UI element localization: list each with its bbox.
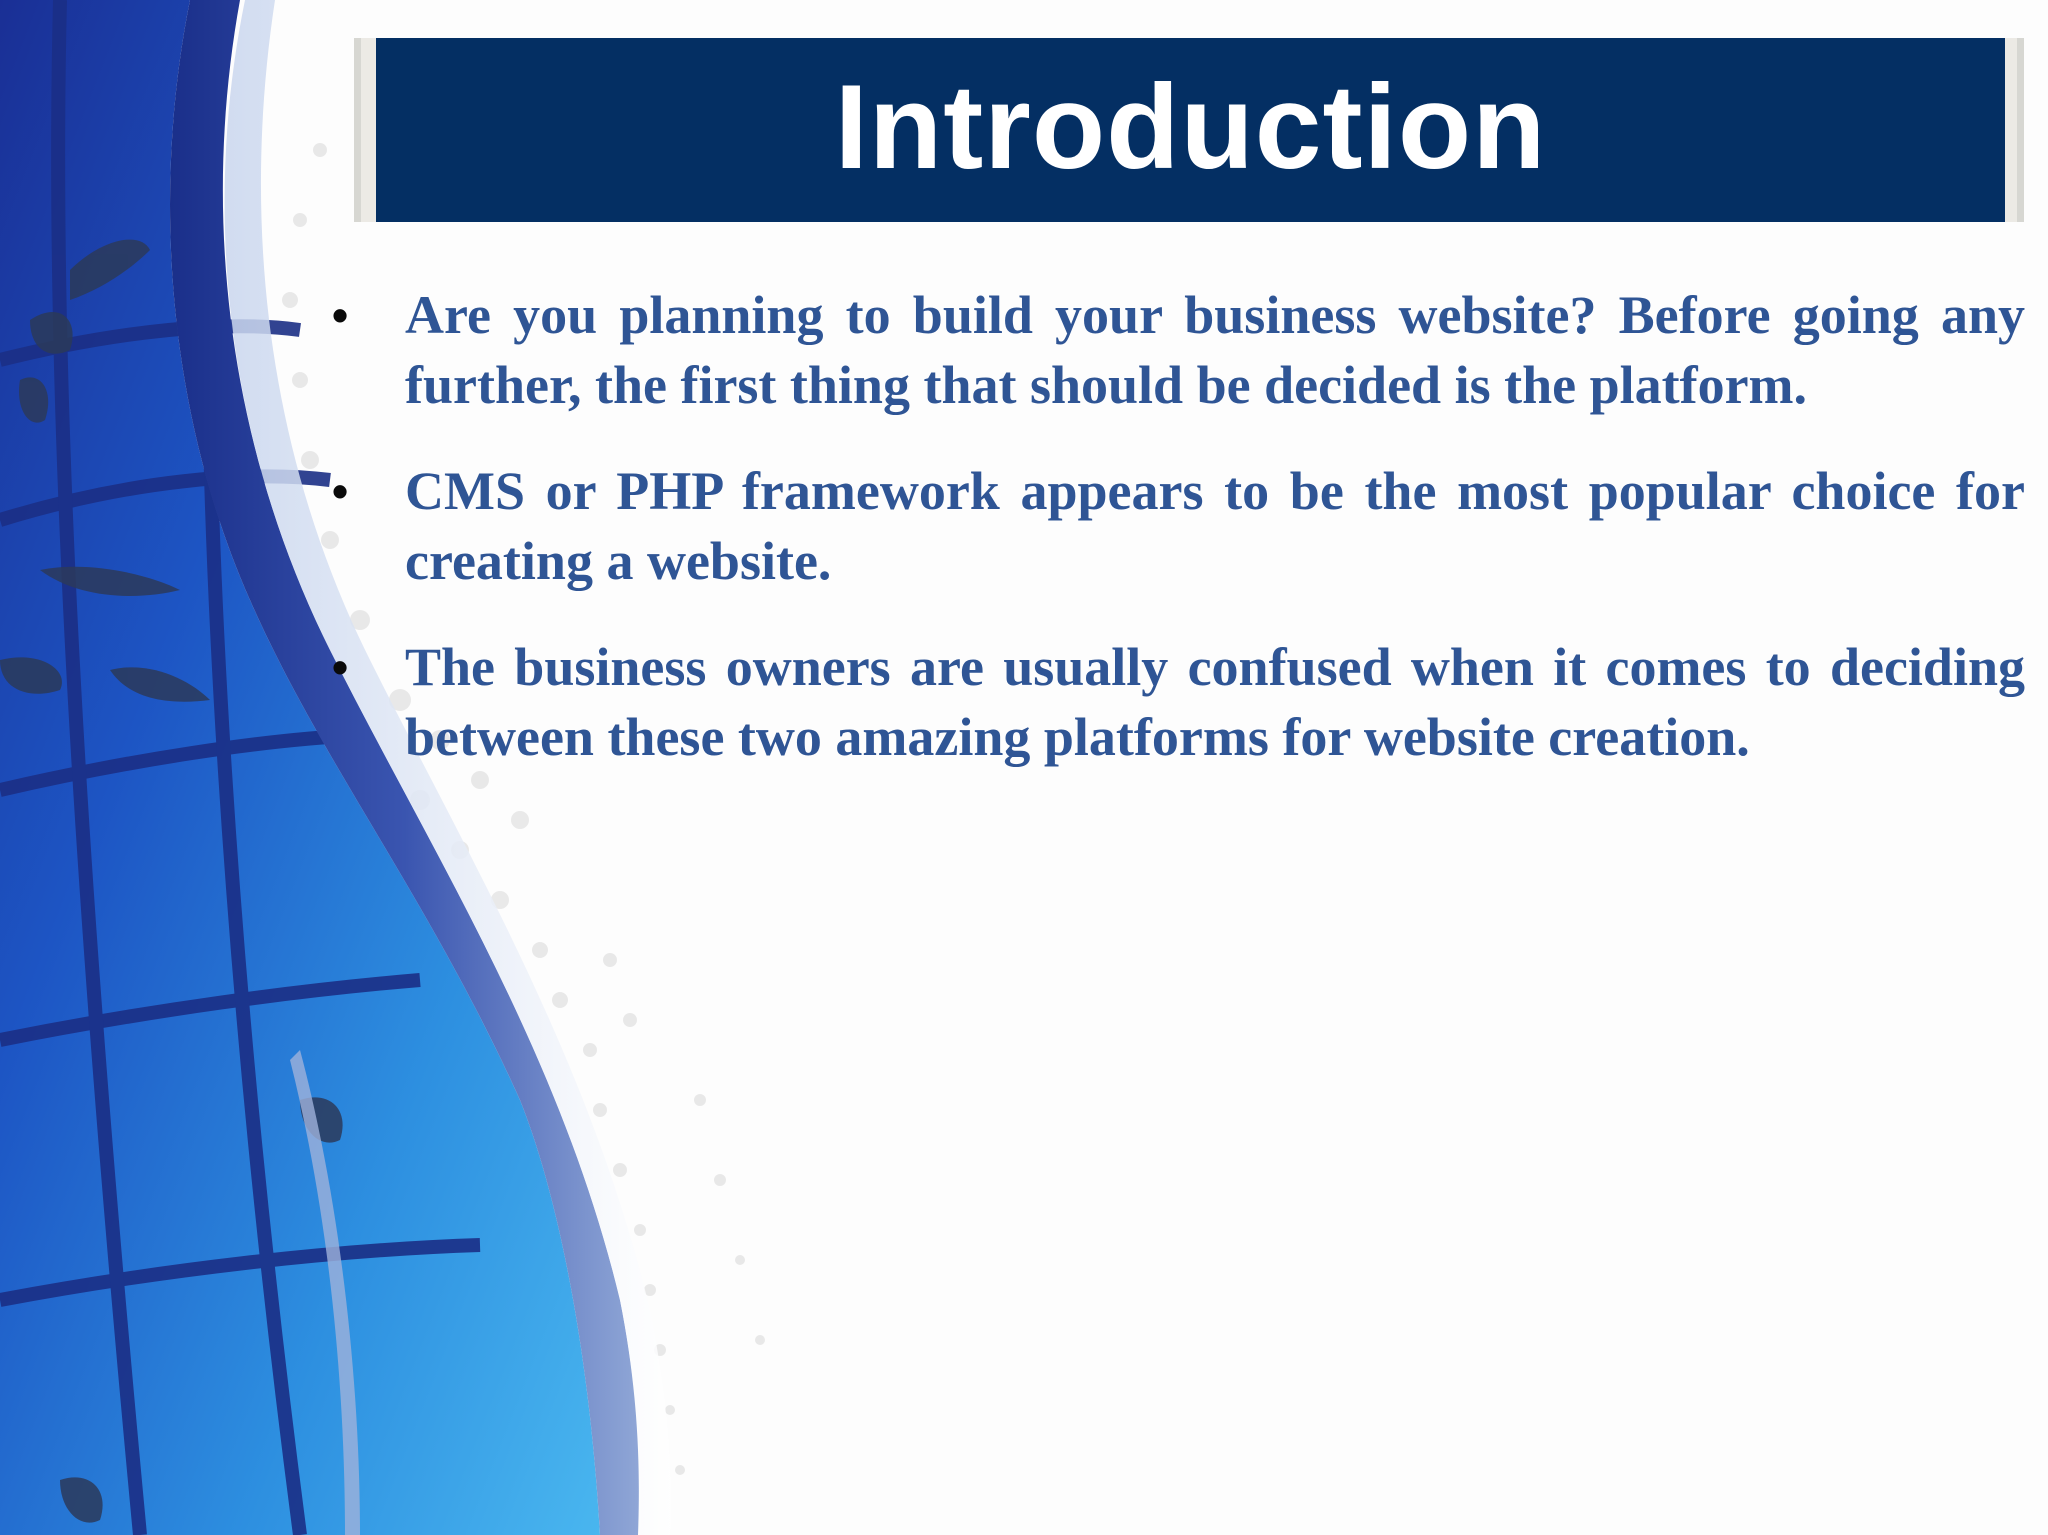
bullet-text: CMS or PHP framework appears to be the m…: [405, 461, 2025, 591]
bullet-icon: •: [332, 465, 349, 517]
bullet-text: The business owners are usually confused…: [405, 637, 2025, 767]
bullet-list: • Are you planning to build your busines…: [330, 280, 2025, 772]
slide-content: • Are you planning to build your busines…: [330, 280, 2025, 808]
bullet-item: • Are you planning to build your busines…: [330, 280, 2025, 420]
title-banner: Introduction: [376, 38, 2005, 222]
title-bar: Introduction: [354, 38, 2024, 222]
slide-title: Introduction: [834, 60, 1547, 194]
bullet-item: • CMS or PHP framework appears to be the…: [330, 456, 2025, 596]
bullet-icon: •: [332, 641, 349, 693]
bullet-text: Are you planning to build your business …: [405, 285, 2025, 415]
bullet-item: • The business owners are usually confus…: [330, 632, 2025, 772]
bullet-icon: •: [332, 289, 349, 341]
